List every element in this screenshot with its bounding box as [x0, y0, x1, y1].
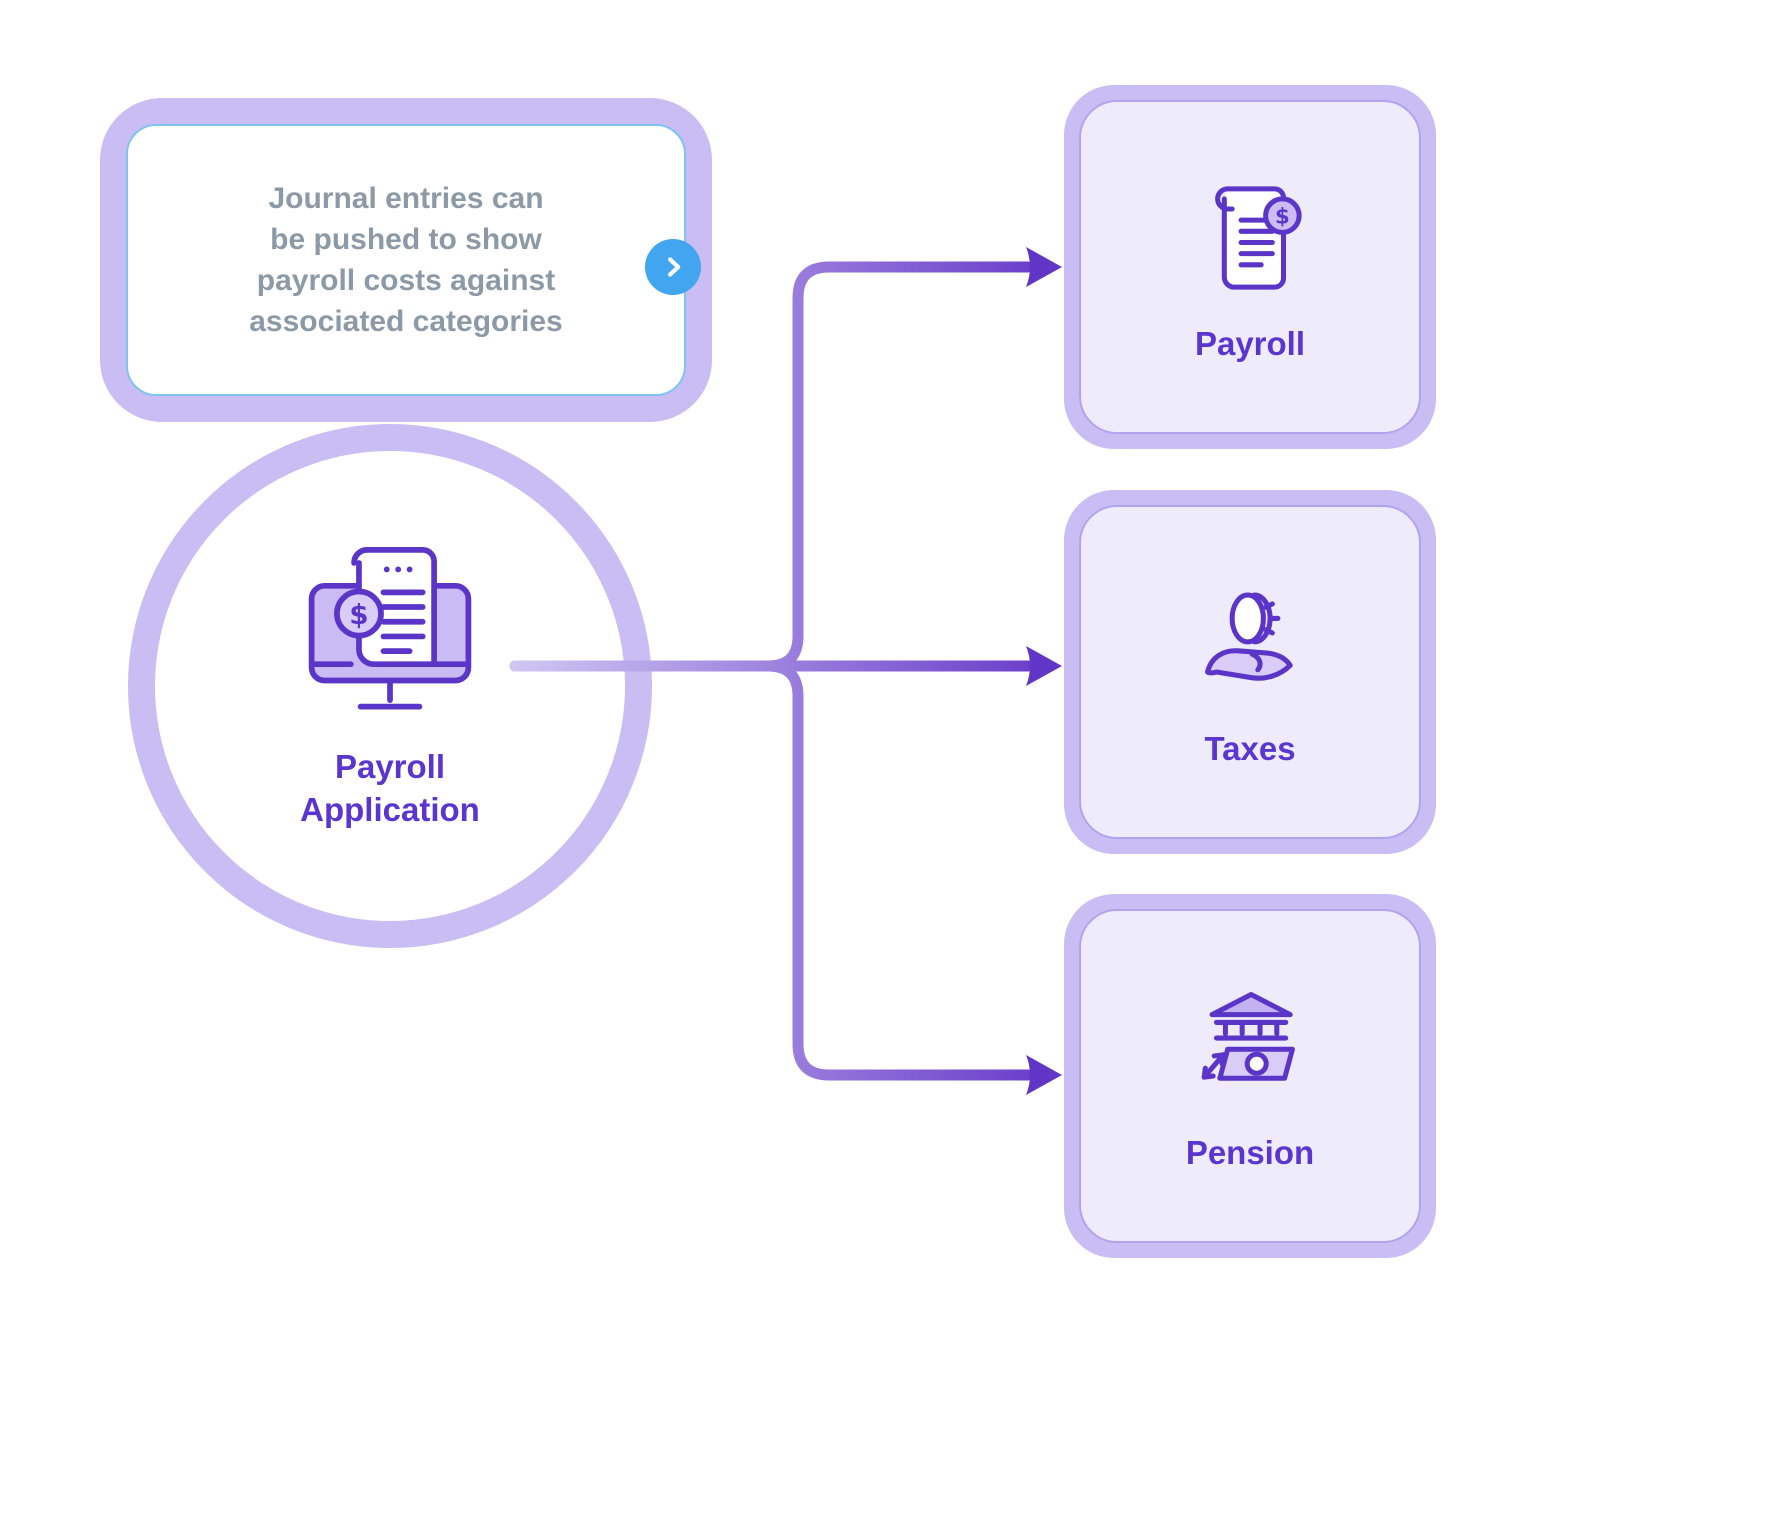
chevron-right-icon	[667, 257, 681, 277]
payroll-document-dollar-icon: $	[1215, 186, 1302, 290]
bank-banknote-icon	[1201, 992, 1295, 1081]
arrowhead-payroll	[1026, 247, 1062, 287]
target-card-payroll-panel: $ Payroll	[1079, 100, 1421, 434]
target-card-pension: Pension	[1064, 894, 1436, 1258]
next-button[interactable]	[645, 239, 701, 295]
coin-over-hand-icon	[1205, 592, 1293, 681]
tooltip-text-line: Journal entries can	[268, 182, 544, 215]
target-card-taxes: Taxes	[1064, 490, 1436, 854]
tooltip-text-line: be pushed to show	[270, 223, 542, 256]
arrowhead-pension	[1026, 1055, 1062, 1095]
payroll-application-node: $ Payroll Application	[128, 424, 652, 948]
target-card-taxes-panel: Taxes	[1079, 505, 1421, 839]
svg-text:$: $	[1275, 204, 1290, 229]
arrowhead-taxes	[1026, 646, 1062, 686]
target-label-payroll: Payroll	[1194, 325, 1306, 362]
svg-text:$: $	[349, 598, 368, 631]
tooltip-text-line: payroll costs against	[256, 264, 556, 297]
payroll-application-label: Payroll Application	[300, 748, 480, 828]
target-card-payroll: $ Payroll	[1064, 85, 1436, 449]
target-label-taxes: Taxes	[1204, 730, 1296, 767]
target-card-pension-panel: Pension	[1079, 909, 1421, 1243]
target-label-pension: Pension	[1185, 1134, 1315, 1171]
tooltip-text-line: associated categories	[249, 305, 563, 338]
tooltip-callout: Journal entries can be pushed to show pa…	[100, 98, 712, 422]
tooltip-panel: Journal entries can be pushed to show pa…	[126, 124, 686, 396]
monitor-receipt-dollar-icon: $	[308, 547, 472, 710]
